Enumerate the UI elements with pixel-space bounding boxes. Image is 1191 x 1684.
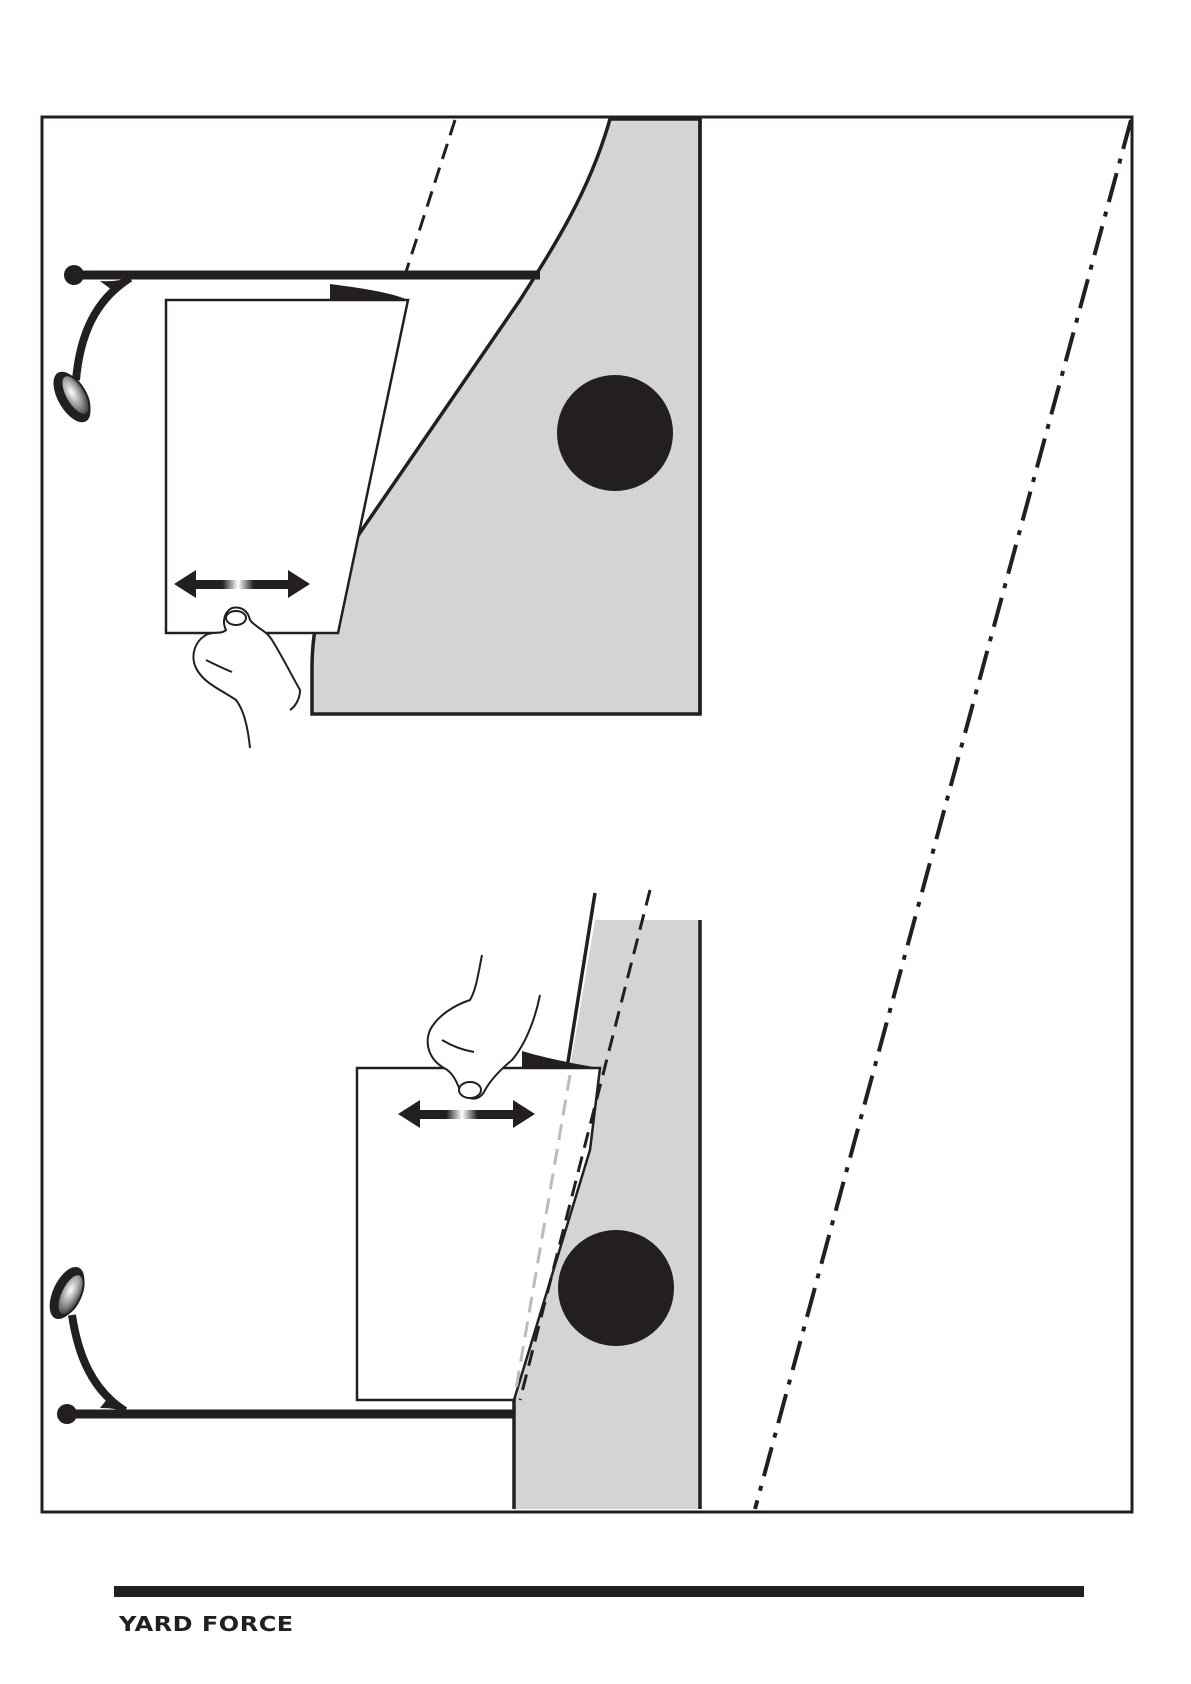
black-dot-bottom xyxy=(558,1230,674,1346)
black-dot-top xyxy=(557,375,673,491)
brand-logo-text: YARD FORCE xyxy=(119,1612,294,1636)
footer-rule xyxy=(114,1586,1084,1597)
